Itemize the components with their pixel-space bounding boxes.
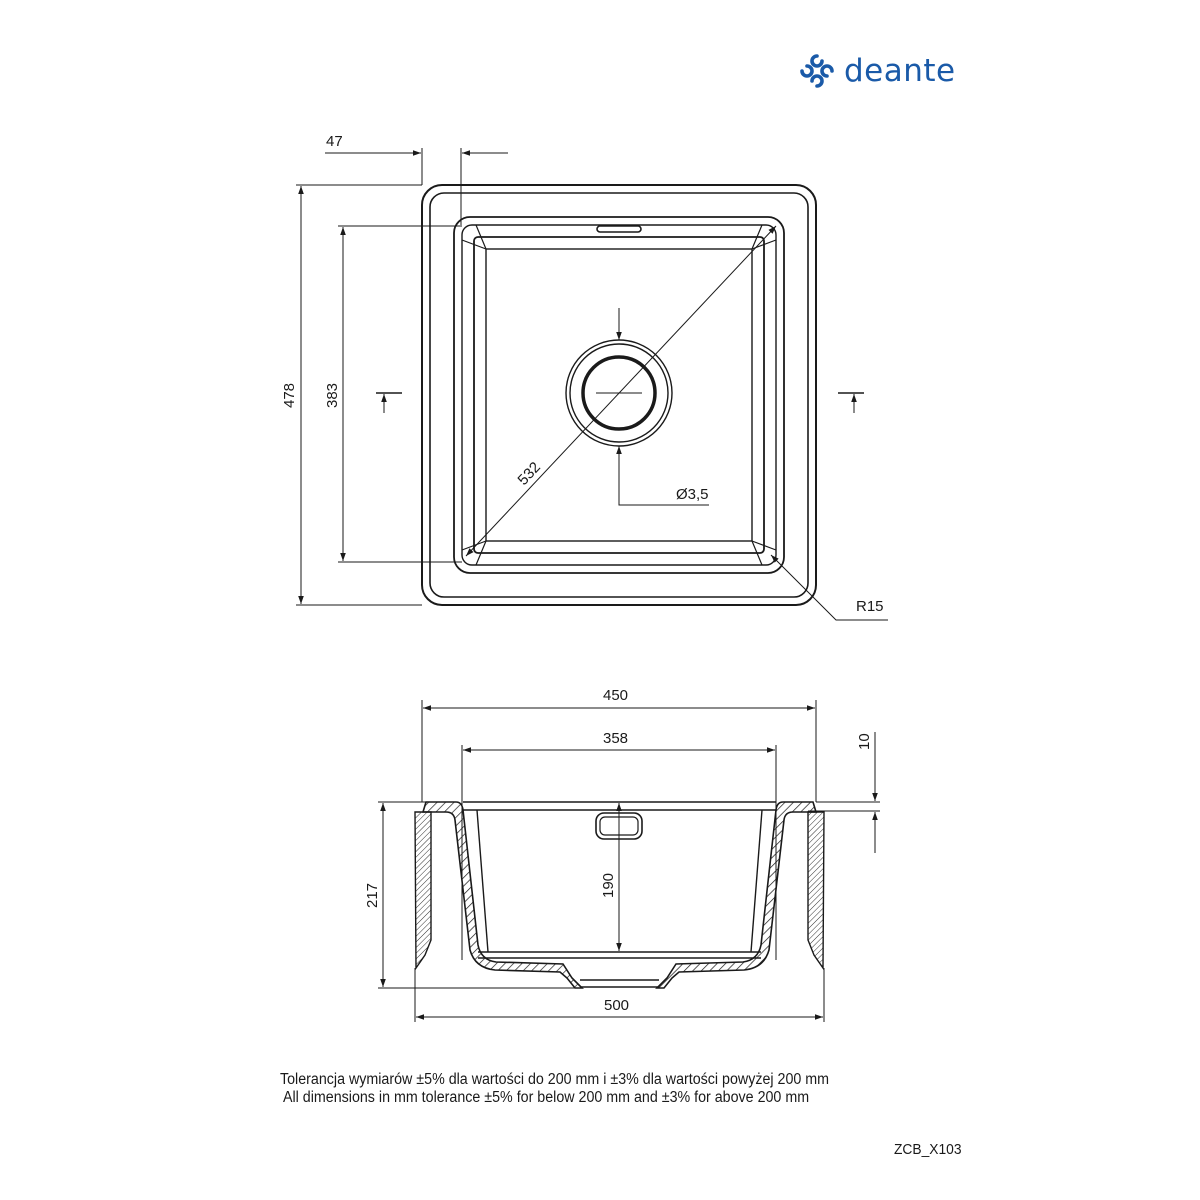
right-cabinet-wall [807,811,825,971]
tolerance-note-english: All dimensions in mm tolerance ±5% for b… [283,1089,810,1106]
diagonal-dimension-line [465,225,777,557]
dim-bowl-depth: 383 [324,383,341,408]
dim-rim-thickness: 10 [856,733,873,750]
product-code: ZCB_X103 [894,1141,962,1158]
left-cabinet-wall [414,811,432,971]
bowl-outline [453,216,785,574]
dim-overall-width-top: 450 [603,687,628,704]
dim-total-height: 217 [364,883,381,908]
brand-logo: deante [798,52,956,90]
outer-rim-outline [421,184,817,606]
top-view-labels: 47 478 383 532 Ø3,5 R15 [281,133,884,615]
dim-corner-radius: R15 [856,598,884,615]
section-view [378,700,880,1022]
sink-section-left [421,801,584,989]
overflow-slot [596,225,642,233]
sink-section-right [655,801,818,989]
dim-bowl-width: 358 [603,730,628,747]
top-view [296,148,888,621]
dim-bowl-height: 190 [600,873,617,898]
dim-overall-width-bottom: 500 [604,997,629,1014]
section-view-labels: 450 358 10 217 190 500 [364,687,873,1014]
deante-swirl-logo-icon [800,54,834,88]
dim-rim-width: 47 [326,133,343,150]
dim-diagonal: 532 [514,459,544,489]
brand-name: deante [844,53,956,89]
dim-outer-depth: 478 [281,383,298,408]
dim-drain-diameter: Ø3,5 [676,486,709,503]
tolerance-note-polish: Tolerancja wymiarów ±5% dla wartości do … [280,1071,830,1088]
